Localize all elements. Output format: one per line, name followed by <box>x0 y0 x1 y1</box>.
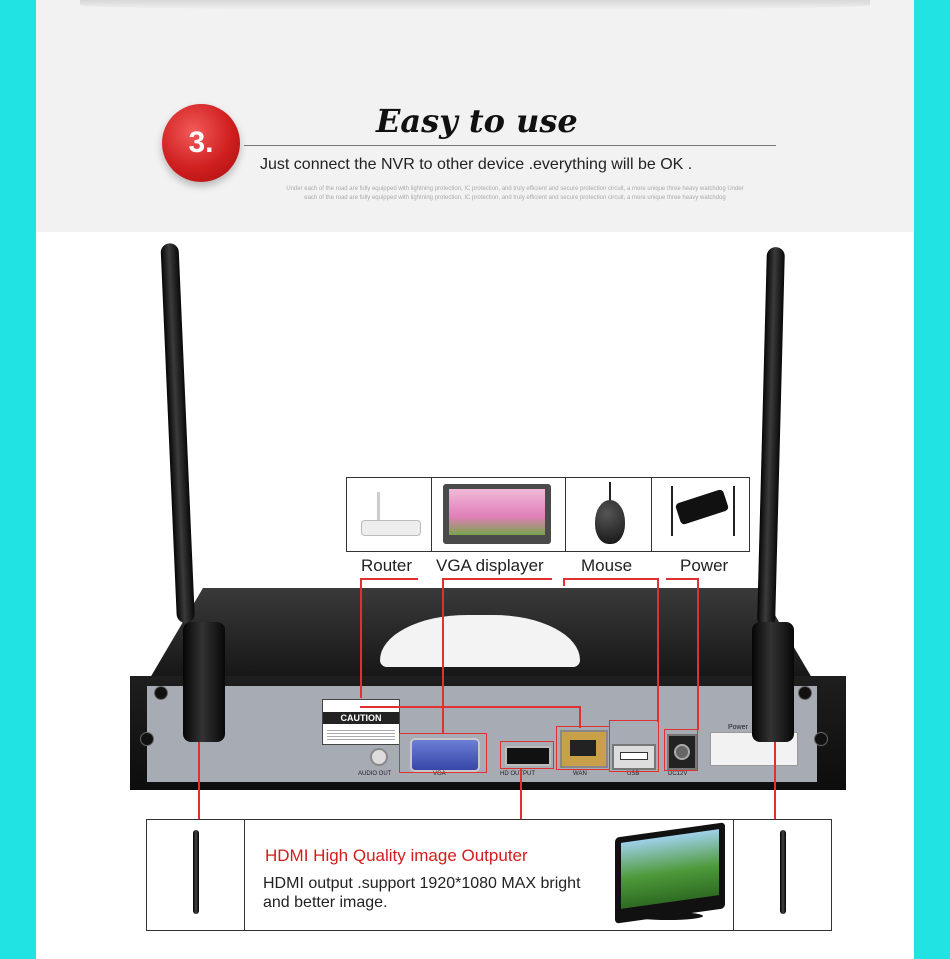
screw-hole <box>798 686 812 700</box>
usb-port-icon <box>612 744 656 770</box>
caution-fine-text <box>327 728 395 740</box>
audio-out-label: AUDIO OUT <box>358 771 392 777</box>
tv-icon <box>615 822 725 924</box>
router-callout-line <box>360 706 580 708</box>
tv-stand <box>633 912 703 920</box>
wan-port-label: WAN <box>573 771 587 777</box>
wan-socket <box>570 740 596 756</box>
power-adapter-icon <box>674 488 730 526</box>
antenna-icon <box>780 830 786 914</box>
hdmi-port-label: HD OUTPUT <box>500 771 535 777</box>
device-vga-displayer <box>431 478 566 551</box>
mouse-callout-line <box>563 578 659 580</box>
vga-port-icon <box>410 738 480 772</box>
info-right-cell <box>733 820 832 930</box>
adapter-cord <box>733 486 735 536</box>
device-router <box>347 478 432 551</box>
device-label-vga-displayer: VGA displayer <box>436 556 544 575</box>
power-label: Power <box>728 724 748 731</box>
router-callout-line <box>579 706 581 728</box>
usb-socket <box>620 752 648 760</box>
vga-callout-line <box>442 578 552 580</box>
monitor-icon <box>443 484 551 544</box>
fine-print-2: each of the road are fully equipped with… <box>304 195 726 201</box>
antenna-callout-line <box>198 740 200 820</box>
tv-screen <box>621 829 719 909</box>
router-callout-line <box>360 578 362 698</box>
hdmi-callout-line <box>520 768 522 822</box>
router-callout-line <box>360 578 418 580</box>
title-underline <box>244 145 776 146</box>
hdmi-info-panel: HDMI High Quality image Outputer HDMI ou… <box>146 819 832 931</box>
power-callout-line <box>697 578 699 730</box>
adapter-cord <box>671 486 673 536</box>
antenna-callout-line <box>774 740 776 820</box>
mouse-icon <box>595 500 625 544</box>
antenna-icon <box>193 830 199 914</box>
hdmi-port-icon <box>505 746 551 766</box>
power-callout-line <box>666 578 698 580</box>
usb-highlight <box>609 720 659 772</box>
section-subtitle: Just connect the NVR to other device .ev… <box>260 156 693 173</box>
monitor-screen <box>449 489 545 535</box>
usb-port-label: USB <box>627 771 640 777</box>
wan-port-icon <box>560 730 608 768</box>
vga-port-label: VGA <box>433 771 446 777</box>
screw-hole <box>154 686 168 700</box>
info-left-cell <box>147 820 245 930</box>
device-label-router: Router <box>361 556 413 575</box>
dc-power-port-icon <box>667 734 697 770</box>
step-number: 3. <box>188 126 214 159</box>
antenna-right-base <box>752 622 794 742</box>
device-label-power: Power <box>680 556 729 575</box>
antenna-left-base <box>183 622 225 742</box>
router-icon <box>361 520 421 536</box>
nvr-rear-plate <box>147 686 817 782</box>
caution-heading: CAUTION <box>323 712 399 724</box>
vga-callout-line <box>442 578 444 734</box>
section-title: Easy to use <box>376 102 578 140</box>
hdmi-highlight <box>500 741 554 769</box>
screw-hole <box>814 732 828 746</box>
dc12v-label: DC12V <box>668 771 688 777</box>
router-antenna <box>377 492 380 522</box>
audio-out-port-icon <box>370 748 388 766</box>
screw-hole <box>140 732 154 746</box>
fine-print-1: Under each of the road are fully equippe… <box>286 186 744 192</box>
mouse-callout-line <box>563 578 565 586</box>
device-label-mouse: Mouse <box>581 556 633 575</box>
dc-highlight <box>664 729 698 771</box>
mouse-cord <box>609 482 611 502</box>
device-row <box>346 477 750 552</box>
wan-highlight <box>556 726 610 770</box>
device-power <box>651 478 749 551</box>
mouse-callout-line <box>657 578 659 722</box>
vga-highlight <box>399 733 487 773</box>
nvr-top-grip <box>380 615 580 667</box>
device-mouse <box>565 478 652 551</box>
top-shadow <box>80 0 870 10</box>
dc-socket <box>674 744 690 760</box>
step-badge: 3. <box>162 104 240 182</box>
info-title: HDMI High Quality image Outputer <box>265 846 528 865</box>
info-text: HDMI output .support 1920*1080 MAX brigh… <box>263 875 581 911</box>
